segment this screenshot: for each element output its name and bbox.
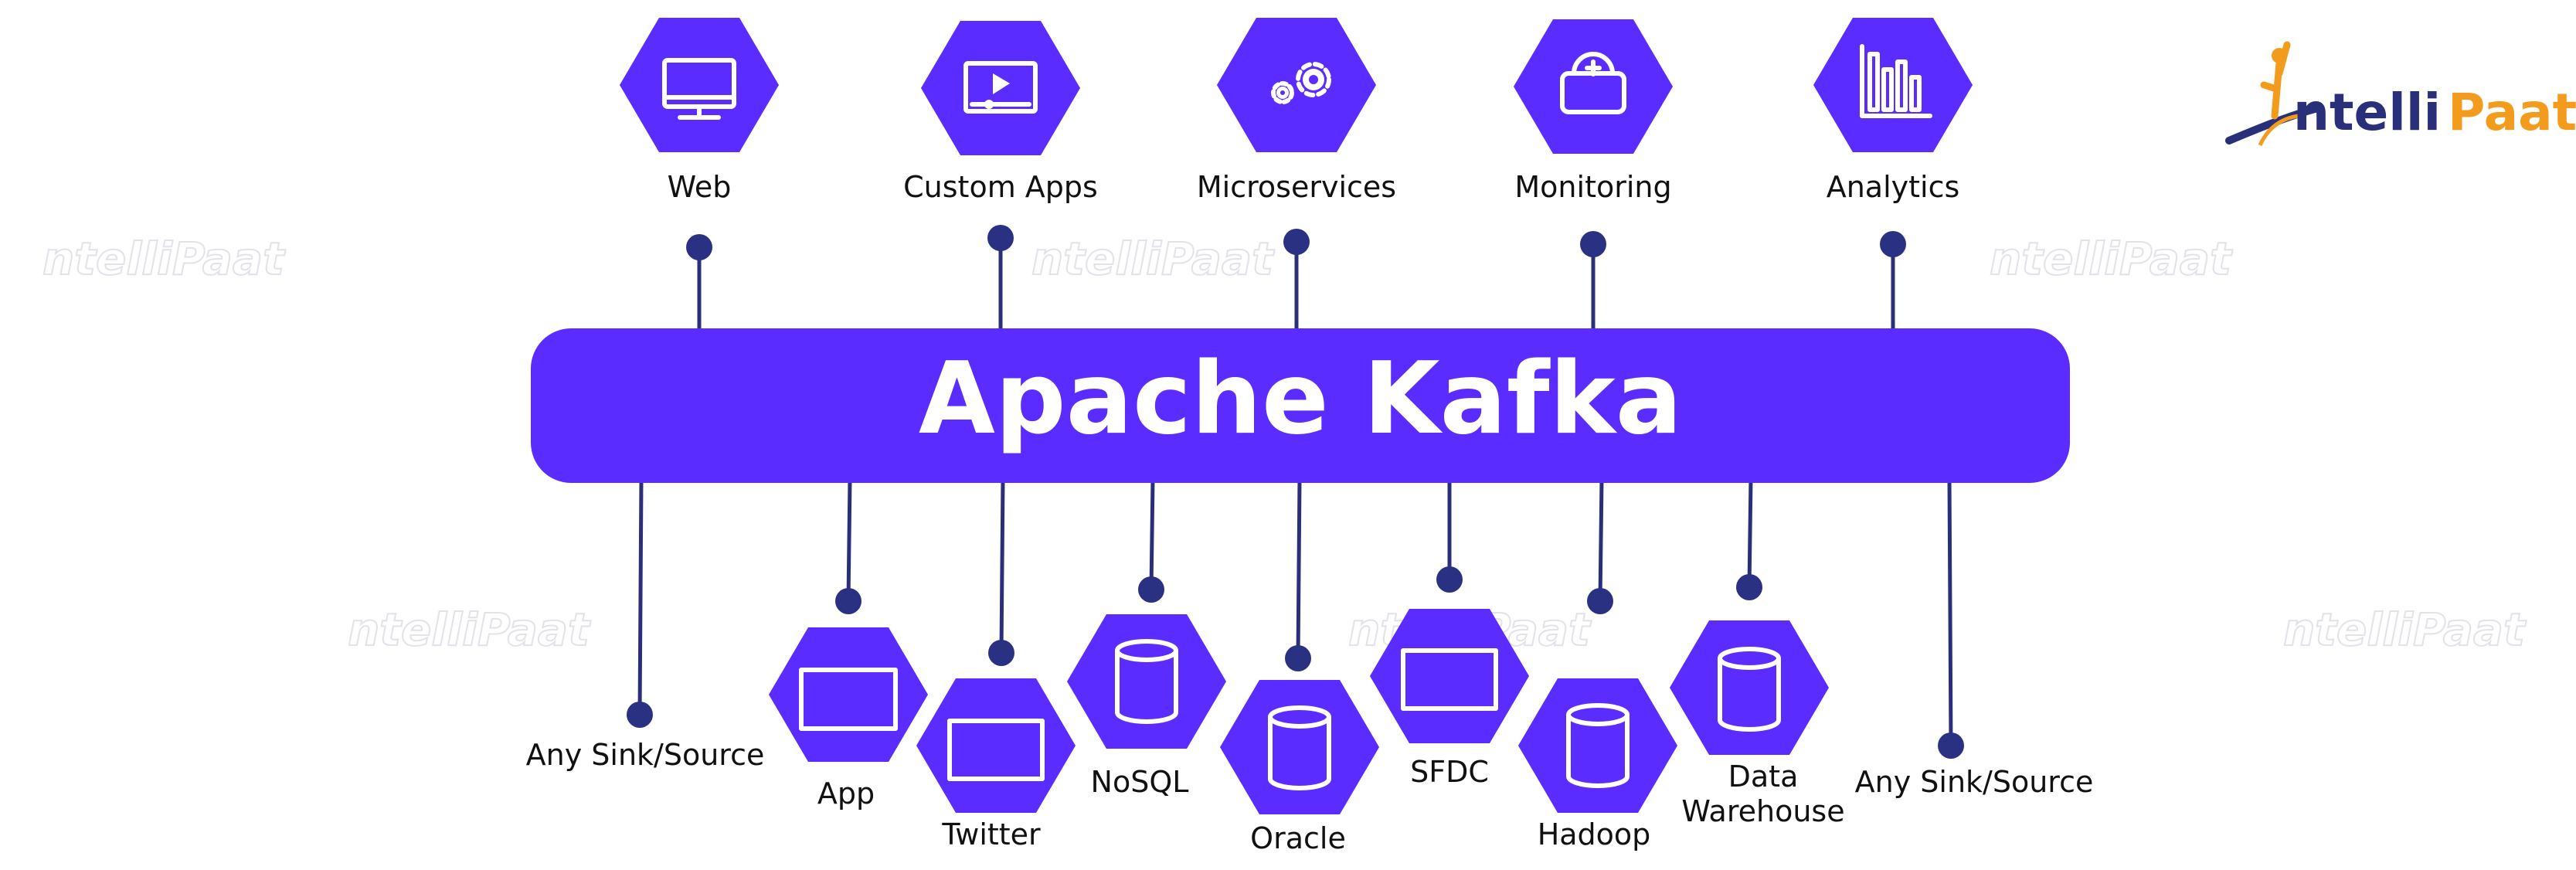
kafka-bus: Apache Kafka <box>531 328 2070 483</box>
watermark-text: ntelliPaat <box>1990 233 2233 285</box>
video-player-icon <box>963 61 1038 114</box>
kafka-title: Apache Kafka <box>919 342 1682 457</box>
watermark-text: ntelliPaat <box>42 233 286 285</box>
bottom-node-any-sink-source-left: Any Sink/Source <box>526 738 765 772</box>
kafka-bar <box>531 328 2070 483</box>
top-node-web: Web <box>620 18 779 204</box>
connector-dot <box>1436 566 1463 593</box>
hexagon <box>1067 614 1226 749</box>
bottom-node-hadoop: Hadoop <box>1518 678 1677 851</box>
window-icon <box>799 668 898 731</box>
hexagon <box>916 678 1076 813</box>
hexagon <box>1217 18 1376 152</box>
connector-dot <box>987 225 1014 251</box>
bottom-node-oracle: Oracle <box>1220 680 1379 855</box>
watermark-text: ntelliPaat <box>1031 233 1275 285</box>
node-label: Data <box>1728 760 1799 794</box>
watermark-text: ntelliPaat <box>2283 603 2527 656</box>
connector-dot <box>1938 732 1964 759</box>
bottom-node-app: App <box>769 627 928 811</box>
bottom-node-any-sink-source-right: Any Sink/Source <box>1855 765 2094 799</box>
hexagon <box>620 18 779 152</box>
window-icon <box>1401 648 1498 711</box>
hexagon <box>1670 620 1829 755</box>
top-node-microservices: Microservices <box>1197 18 1396 204</box>
connector-dot <box>1138 576 1164 603</box>
logo-text-intelli: ntelli <box>2293 83 2441 142</box>
connector-dot <box>988 640 1014 666</box>
top-node-custom-apps: Custom Apps <box>903 21 1098 204</box>
node-label: SFDC <box>1410 755 1489 789</box>
node-label-line2: Warehouse <box>1681 794 1844 828</box>
database-icon <box>1718 647 1781 732</box>
database-icon <box>1268 705 1331 790</box>
watermark-text: ntelliPaat <box>348 603 591 656</box>
bottom-node-data-warehouse: Data Warehouse <box>1670 620 1845 828</box>
hexagon <box>1220 680 1379 814</box>
hexagon <box>769 627 928 762</box>
connector-dot <box>627 702 653 728</box>
node-label: Web <box>668 170 732 204</box>
connector-dot <box>1283 229 1310 255</box>
node-label: Twitter <box>941 817 1041 851</box>
bottom-node-nosql: NoSQL <box>1067 614 1226 799</box>
connector-dot <box>1587 588 1613 614</box>
top-node-analytics: Analytics <box>1813 18 1973 204</box>
node-label: Microservices <box>1197 170 1396 204</box>
node-label: Custom Apps <box>903 170 1098 204</box>
node-label: Analytics <box>1827 170 1960 204</box>
bottom-dots <box>627 566 1964 759</box>
connector-dot <box>1880 231 1906 257</box>
node-label: NoSQL <box>1091 765 1189 799</box>
node-label: Any Sink/Source <box>526 738 765 772</box>
hexagon <box>1514 19 1673 154</box>
connector-dot <box>1580 231 1606 257</box>
gears-icon <box>1271 62 1331 104</box>
window-icon <box>947 719 1045 781</box>
logo-text-paat: Paat <box>2448 83 2576 142</box>
bottom-connectors <box>637 478 1953 746</box>
bottom-node-twitter: Twitter <box>916 678 1076 851</box>
node-label: Oracle <box>1250 821 1346 855</box>
node-label: Hadoop <box>1538 817 1651 851</box>
top-node-monitoring: Monitoring <box>1514 19 1673 204</box>
hexagon <box>1518 678 1677 813</box>
database-icon <box>1115 639 1178 724</box>
database-icon <box>1566 703 1630 788</box>
bottom-node-sfdc: SFDC <box>1370 609 1529 789</box>
node-label: App <box>817 777 875 811</box>
logo-person-icon <box>2260 41 2291 120</box>
node-label: Any Sink/Source <box>1855 765 2094 799</box>
connector-dot <box>686 234 712 260</box>
connector-dot <box>1736 574 1762 600</box>
top-connectors <box>697 240 1895 328</box>
gauge-icon <box>1560 52 1626 114</box>
intellipaat-logo: ntelli Paat <box>2225 41 2576 147</box>
bar-chart-icon <box>1860 44 1932 118</box>
connector-dot <box>1285 645 1311 671</box>
node-label: Monitoring <box>1514 170 1671 204</box>
top-dots <box>686 225 1906 260</box>
connector-dot <box>835 588 861 614</box>
logo-swoosh-accent <box>2258 114 2299 147</box>
monitor-icon <box>662 58 736 120</box>
